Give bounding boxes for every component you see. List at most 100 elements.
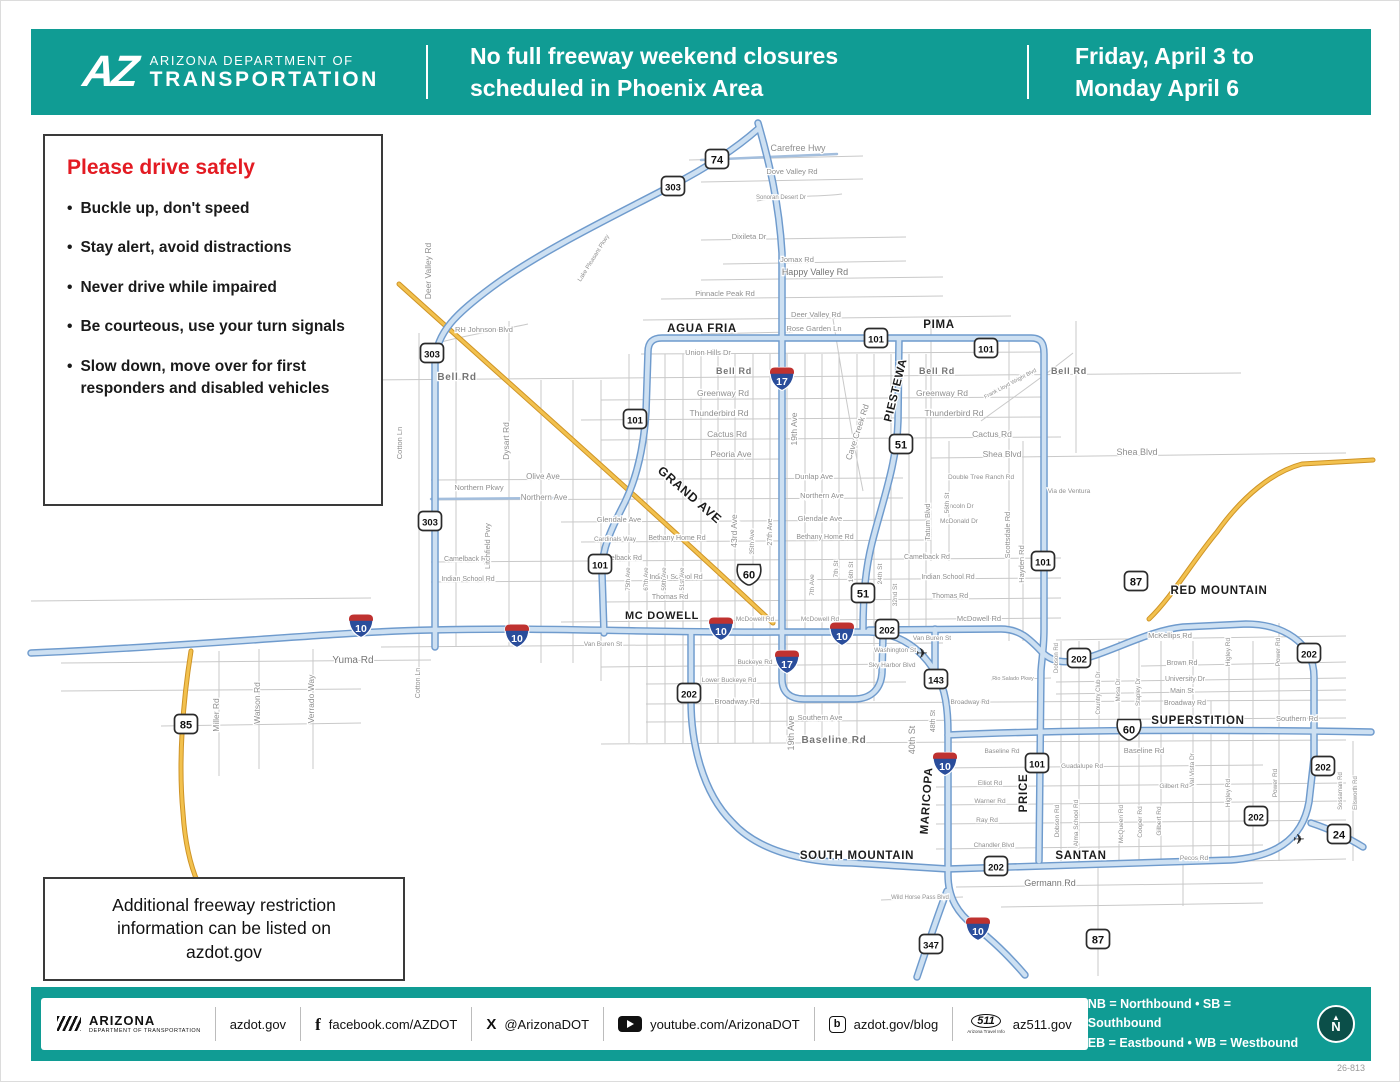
- road-label: Greenway Rd: [916, 388, 968, 398]
- footer-separator: [952, 1007, 954, 1041]
- header-divider: [1027, 45, 1029, 99]
- road-label: Sonoran Desert Dr: [756, 195, 806, 201]
- svg-text:101: 101: [1029, 760, 1046, 771]
- svg-text:347: 347: [923, 941, 939, 952]
- footer-link-azdot-gov[interactable]: azdot.gov: [229, 1016, 287, 1032]
- svg-text:17: 17: [776, 376, 788, 388]
- svg-text:303: 303: [422, 518, 438, 529]
- state-route-101-shield: 101: [622, 408, 648, 430]
- road-label: Northern Ave: [800, 491, 844, 500]
- road-label: Dixileta Dr: [732, 232, 767, 241]
- freeway-name-label: PIMA: [923, 319, 955, 331]
- interstate-17-shield: 17: [774, 649, 800, 675]
- safety-bullet: •Never drive while impaired: [67, 278, 277, 296]
- road-label: Higley Rd: [1225, 638, 1232, 667]
- road-label: Rio Salado Pkwy: [992, 676, 1034, 682]
- north-compass-icon: ▲ N: [1317, 1005, 1355, 1043]
- svg-text:202: 202: [879, 626, 895, 637]
- road-label: Van Buren St: [913, 635, 951, 642]
- svg-text:10: 10: [355, 623, 367, 635]
- svg-text:10: 10: [972, 926, 984, 938]
- interstate-10-shield: 10: [708, 616, 734, 642]
- freeway-name-label: Bell Rd: [919, 366, 955, 376]
- svg-text:101: 101: [627, 416, 644, 427]
- road-label: 67th Ave: [644, 567, 650, 591]
- road-label: Elliot Rd: [978, 780, 1003, 787]
- svg-text:10: 10: [715, 626, 727, 638]
- road-label: Thunderbird Rd: [924, 408, 983, 418]
- date-line1: Friday, April 3 to: [1075, 42, 1254, 69]
- airport-icon: ✈: [916, 645, 928, 661]
- state-route-74-shield: 74: [704, 148, 730, 170]
- road-label: Cardinals Way: [594, 536, 637, 543]
- freeway-name-label: Bell Rd: [437, 372, 476, 383]
- road-label: Baseline Rd: [984, 748, 1019, 755]
- road-label: Indian School Rd: [441, 576, 494, 583]
- road-label: Tatum Blvd: [923, 503, 932, 540]
- freeway-name-label: AGUA FRIA: [667, 323, 737, 335]
- road-label: Higley Rd: [1225, 779, 1232, 808]
- blog-icon: b: [828, 1015, 846, 1033]
- road-label: 32nd St: [892, 584, 899, 607]
- road-label: McKellips Rd: [1148, 631, 1192, 640]
- adot-footer-logo-line2: DEPARTMENT OF TRANSPORTATION: [89, 1028, 201, 1035]
- direction-legend-line1: NB = Northbound • SB = Southbound: [1087, 996, 1232, 1031]
- state-route-24-shield: 24: [1326, 823, 1352, 845]
- state-route-51-shield: 51: [888, 433, 914, 455]
- road-label: Deer Valley Rd: [791, 310, 841, 319]
- state-route-101-shield: 101: [1030, 550, 1056, 572]
- svg-text:24: 24: [1333, 830, 1346, 842]
- road-label: Wild Horse Pass Blvd: [891, 895, 949, 901]
- interstate-17-shield: 17: [769, 366, 795, 392]
- safety-bullet: •Be courteous, use your turn signals: [67, 318, 345, 336]
- drive-safely-box: Please drive safely •Buckle up, don't sp…: [43, 134, 383, 506]
- svg-text:143: 143: [928, 676, 944, 687]
- page-title: No full freeway weekend closures schedul…: [428, 40, 1027, 104]
- road-label: Cactus Rd: [707, 429, 747, 439]
- road-label: Thunderbird Rd: [689, 408, 748, 418]
- road-label: Happy Valley Rd: [782, 267, 848, 277]
- footer-link--arizonadot[interactable]: X@ArizonaDOT: [486, 1015, 590, 1033]
- footer-link-youtube-com-arizonadot[interactable]: youtube.com/ArizonaDOT: [618, 1016, 800, 1032]
- road-label: Frank Lloyd Wright Blvd: [983, 368, 1037, 401]
- road-label: Brown Rd: [1167, 660, 1198, 667]
- svg-text:51: 51: [857, 589, 869, 601]
- state-route-202-shield: 202: [983, 855, 1009, 877]
- state-route-51-shield: 51: [850, 582, 876, 604]
- road-label: Bethany Home Rd: [796, 534, 853, 541]
- road-label: Glendale Ave: [597, 515, 641, 524]
- road-label: Country Club Dr: [1096, 671, 1102, 714]
- road-label: Camelback Rd: [444, 556, 490, 563]
- road-label: Camelback Rd: [596, 555, 642, 562]
- road-label: Camelback Rd: [904, 554, 950, 561]
- road-label: Lincoln Dr: [944, 503, 974, 510]
- svg-text:87: 87: [1092, 935, 1104, 947]
- freeway-name-label: MC DOWELL: [625, 610, 699, 622]
- safety-bullet: •Stay alert, avoid distractions: [67, 239, 292, 257]
- state-route-303-shield: 303: [660, 175, 686, 197]
- adot-logo-text: ARIZONA DEPARTMENT OF TRANSPORTATION: [150, 53, 379, 92]
- road-label: Cooper Rd: [1137, 806, 1144, 838]
- road-label: Rose Garden Ln: [786, 324, 841, 333]
- road-label: Olive Ave: [526, 472, 560, 481]
- road-label: 24th St: [877, 564, 884, 585]
- road-label: 40th St: [907, 725, 917, 754]
- road-label: Deer Valley Rd: [423, 242, 433, 299]
- header-divider: [426, 45, 428, 99]
- direction-legend-line2: EB = Eastbound • WB = Westbound: [1087, 1035, 1299, 1050]
- adot-logo: AZ ARIZONA DEPARTMENT OF TRANSPORTATION: [31, 47, 426, 96]
- road-label: Shea Blvd: [983, 449, 1022, 459]
- state-route-202-shield: 202: [1066, 647, 1092, 669]
- state-route-202-shield: 202: [676, 682, 702, 704]
- title-line1: No full freeway weekend closures: [470, 42, 839, 69]
- road-label: 43rd Ave: [729, 514, 739, 548]
- freeway-name-label: Bell Rd: [716, 366, 752, 376]
- road-label: 16th St: [848, 562, 855, 583]
- date-range: Friday, April 3 to Monday April 6: [1029, 40, 1371, 104]
- road-label: Hayden Rd: [1017, 545, 1026, 583]
